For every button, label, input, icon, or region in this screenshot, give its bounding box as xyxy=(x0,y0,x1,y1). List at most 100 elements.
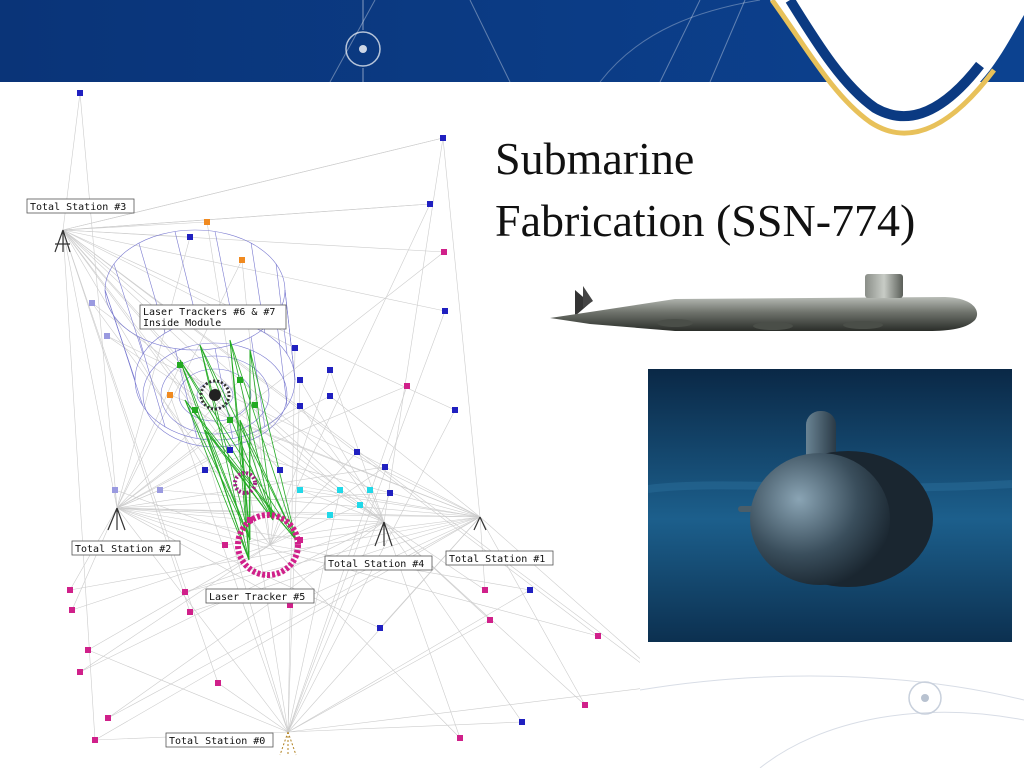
sightline xyxy=(269,203,431,546)
sightline xyxy=(116,507,251,521)
measurement-target xyxy=(452,407,458,413)
sightline xyxy=(79,544,271,673)
measurement-target xyxy=(227,417,233,423)
sightline xyxy=(62,229,231,451)
sightline xyxy=(287,347,296,733)
network-line xyxy=(442,137,481,518)
background-decor xyxy=(640,675,1024,768)
measurement-targets xyxy=(67,90,601,743)
measurement-target xyxy=(367,487,373,493)
measurement-target xyxy=(441,249,447,255)
module-cylinder-mesh xyxy=(104,229,296,448)
label-total-station-3: Total Station #3 xyxy=(26,198,135,214)
sightline xyxy=(204,469,481,518)
sightline xyxy=(169,394,289,733)
svg-text:Total Station #2: Total Station #2 xyxy=(75,544,171,555)
measurement-target xyxy=(69,607,75,613)
mesh-line xyxy=(104,289,136,381)
mesh-line xyxy=(138,336,166,427)
measurement-target xyxy=(112,487,118,493)
measurement-target xyxy=(187,609,193,615)
sightline xyxy=(62,229,281,471)
network-line xyxy=(116,507,481,518)
measurement-target xyxy=(105,715,111,721)
sightline xyxy=(359,504,385,523)
sightline xyxy=(62,229,196,411)
svg-text:Inside Module: Inside Module xyxy=(143,318,221,329)
sightline xyxy=(114,489,271,546)
laser-beam xyxy=(229,339,251,541)
sightline xyxy=(62,221,208,231)
measurement-target xyxy=(204,219,210,225)
svg-text:Laser Tracker #5: Laser Tracker #5 xyxy=(209,592,305,603)
sightline xyxy=(116,507,381,629)
measurement-target xyxy=(187,234,193,240)
tripod-icon xyxy=(473,516,487,531)
sightline xyxy=(383,137,444,523)
laser-beam xyxy=(204,429,297,541)
measurement-target xyxy=(387,490,393,496)
sightline xyxy=(94,516,481,741)
sightline xyxy=(116,236,191,509)
measurement-target xyxy=(192,407,198,413)
measurement-target xyxy=(202,467,208,473)
measurement-target xyxy=(457,735,463,741)
sightline xyxy=(116,259,243,509)
measurement-target xyxy=(404,383,410,389)
measurement-target xyxy=(89,300,95,306)
measurement-target xyxy=(427,201,433,207)
submarine-side-view xyxy=(550,274,978,331)
laser-beam xyxy=(184,399,251,541)
tripod-icon xyxy=(279,731,297,756)
measurement-target xyxy=(595,633,601,639)
mesh-line xyxy=(275,315,288,407)
crosshair-icon xyxy=(908,681,942,715)
laser-beam xyxy=(239,419,274,521)
sightline xyxy=(116,405,301,509)
laser-beam xyxy=(179,359,297,541)
laser-beam xyxy=(229,339,274,521)
sightline xyxy=(62,229,219,684)
sightlines xyxy=(62,92,640,741)
sightline xyxy=(69,516,481,591)
sightline xyxy=(116,251,445,509)
sightline xyxy=(62,229,599,637)
svg-text:Total Station #4: Total Station #4 xyxy=(328,559,424,570)
measurement-target xyxy=(527,587,533,593)
mesh-line xyxy=(284,289,296,381)
measurement-target xyxy=(287,602,293,608)
sightline xyxy=(87,649,289,733)
sightline xyxy=(287,721,523,733)
header-swoosh xyxy=(769,0,996,136)
sightline xyxy=(383,521,586,706)
sightline xyxy=(116,404,256,509)
laser-beam xyxy=(199,344,251,541)
tripod-icon xyxy=(107,507,126,531)
measurement-target xyxy=(354,449,360,455)
sightline xyxy=(287,489,341,733)
measurement-target xyxy=(327,393,333,399)
svg-text:Total Station #1: Total Station #1 xyxy=(449,554,545,565)
measurement-network-diagram: Total Station #3 Laser Trackers #6 & #7 … xyxy=(26,90,640,756)
sightline xyxy=(383,521,523,723)
measurement-target xyxy=(239,257,245,263)
sightline xyxy=(224,521,385,546)
sightline xyxy=(269,504,361,546)
sightline xyxy=(62,229,206,471)
label-total-station-0: Total Station #0 xyxy=(165,732,274,748)
tracker-cluster-5 xyxy=(233,471,301,578)
measurement-target xyxy=(382,464,388,470)
svg-text:Total Station #3: Total Station #3 xyxy=(30,202,126,213)
measurement-target xyxy=(77,90,83,96)
network-line xyxy=(62,203,431,231)
measurement-target xyxy=(252,402,258,408)
sightline xyxy=(116,379,241,509)
sightline xyxy=(287,589,531,733)
sightline xyxy=(194,409,385,523)
laser-beam xyxy=(248,349,251,561)
sightline xyxy=(287,619,491,733)
network-line xyxy=(62,137,444,231)
measurement-target xyxy=(85,647,91,653)
measurement-target xyxy=(327,512,333,518)
measurement-target xyxy=(357,502,363,508)
